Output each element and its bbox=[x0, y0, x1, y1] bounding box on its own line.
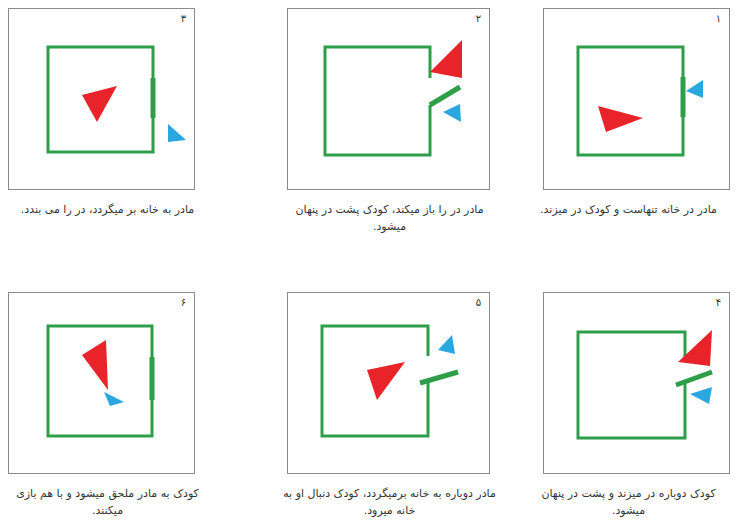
house-outline bbox=[578, 47, 683, 155]
panel-caption: مادر به خانه بر میگردد، در را می بندد. bbox=[4, 201, 211, 218]
closed-door bbox=[681, 77, 686, 117]
panel-number: ۶ bbox=[181, 297, 186, 308]
panel-number: ۳ bbox=[181, 13, 186, 24]
panel-number: ۵ bbox=[476, 297, 481, 308]
house-outline bbox=[578, 332, 685, 438]
story-panel: ۶کودک به مادر ملحق میشود و با هم بازی می… bbox=[8, 292, 195, 474]
story-panel: ۵مادر دوباره به خانه برمیگردد، کودک دنبا… bbox=[287, 292, 490, 474]
child-triangle bbox=[443, 104, 461, 122]
panel-number: ۱ bbox=[716, 13, 721, 24]
child-triangle bbox=[686, 80, 703, 98]
house-outline bbox=[322, 326, 428, 436]
panel-caption: مادر در خانه تنهاست و کودک در میزند. bbox=[525, 201, 732, 218]
child-triangle bbox=[104, 392, 124, 406]
mother-triangle bbox=[82, 340, 108, 390]
story-panel: ۳مادر به خانه بر میگردد، در را می بندد. bbox=[8, 8, 195, 190]
house-outline bbox=[48, 326, 152, 436]
child-triangle bbox=[690, 387, 712, 404]
mother-triangle bbox=[598, 106, 643, 132]
panel-caption: کودک دوباره در میزند و پشت در پنهان میشو… bbox=[525, 485, 732, 519]
story-panel: ۴کودک دوباره در میزند و پشت در پنهان میش… bbox=[543, 292, 730, 474]
story-panel: ۱مادر در خانه تنهاست و کودک در میزند. bbox=[543, 8, 730, 190]
house-outline bbox=[325, 47, 430, 155]
open-door bbox=[676, 372, 712, 385]
panel-caption: مادر دوباره به خانه برمیگردد، کودک دنبال… bbox=[280, 485, 500, 519]
house-outline bbox=[48, 47, 153, 152]
child-triangle bbox=[438, 335, 455, 354]
open-door bbox=[430, 87, 460, 105]
panel-number: ۲ bbox=[476, 13, 481, 24]
panel-caption: کودک به مادر ملحق میشود و با هم بازی میک… bbox=[4, 485, 211, 519]
panel-caption: مادر در را باز میکند، کودک پشت در پنهان … bbox=[280, 201, 500, 235]
closed-door bbox=[151, 78, 156, 118]
mother-triangle bbox=[82, 86, 117, 122]
story-panel: ۲مادر در را باز میکند، کودک پشت در پنهان… bbox=[287, 8, 490, 190]
mother-triangle bbox=[678, 330, 712, 366]
open-door bbox=[420, 372, 458, 383]
mother-triangle bbox=[367, 362, 405, 400]
child-triangle bbox=[168, 124, 186, 142]
closed-door bbox=[150, 357, 155, 400]
mother-triangle bbox=[430, 40, 462, 78]
panel-number: ۴ bbox=[716, 297, 721, 308]
